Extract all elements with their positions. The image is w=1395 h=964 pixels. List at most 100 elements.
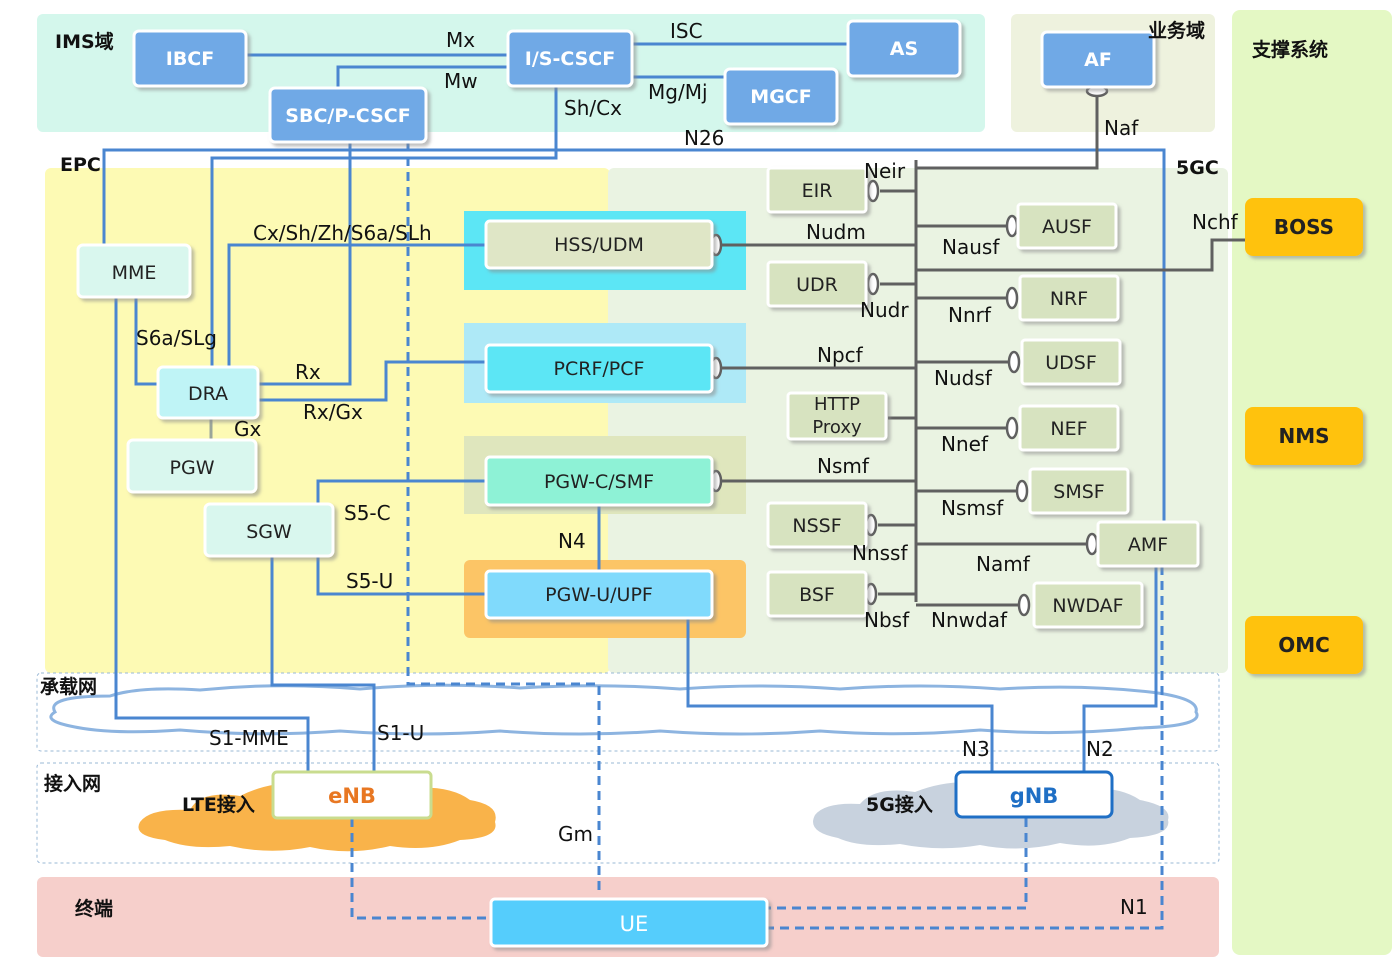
nwdaf-node[interactable]: NWDAF (1032, 581, 1144, 629)
pcrf-node[interactable]: PCRF/PCF (484, 343, 714, 394)
udsf-connector-icon (1007, 350, 1021, 374)
nnef-label: Nnef (941, 432, 989, 456)
ue-node[interactable]: UE (489, 897, 769, 948)
boss-node[interactable]: BOSS (1245, 198, 1363, 256)
http-proxy-label-2: Proxy (812, 417, 862, 438)
n1-label: N1 (1120, 895, 1148, 919)
mw-label: Mw (444, 69, 478, 93)
ibcf-node[interactable]: IBCF (132, 29, 248, 88)
s5u-label: S5-U (346, 569, 393, 593)
n3-label: N3 (962, 737, 990, 761)
nsmf-label: Nsmf (817, 454, 870, 478)
ausf-node[interactable]: AUSF (1016, 202, 1118, 250)
udr-label: UDR (796, 274, 838, 296)
core-nodes: HSS/UDM PCRF/PCF PGW-C/SMF PGW-U/UPF (484, 219, 714, 620)
bearer-network-label: 承载网 (40, 675, 97, 698)
bearer-network-region (36, 672, 1220, 752)
epc-label: EPC (60, 154, 101, 176)
epc-nodes: MME DRA PGW SGW (76, 243, 335, 558)
namf-label: Namf (976, 552, 1031, 576)
nsmsf-label: Nsmsf (941, 496, 1004, 520)
dashed-connections (350, 142, 1164, 930)
smsf-node[interactable]: SMSF (1028, 467, 1130, 515)
pgwu-label: PGW-U/UPF (545, 584, 653, 606)
amf-node[interactable]: AMF (1096, 520, 1200, 568)
gm-label: Gm (558, 822, 593, 846)
nrf-node[interactable]: NRF (1018, 274, 1120, 322)
udr-node[interactable]: UDR (766, 260, 868, 308)
bsf-node[interactable]: BSF (766, 570, 868, 618)
nausf-label: Nausf (942, 235, 1000, 259)
ue-label: UE (620, 912, 649, 936)
nudr-label: Nudr (860, 298, 909, 322)
ibcf-label: IBCF (166, 48, 214, 70)
pgw-node[interactable]: PGW (126, 438, 258, 494)
nssf-label: NSSF (792, 515, 841, 537)
sbc-node[interactable]: SBC/P-CSCF (268, 86, 428, 144)
nssf-node[interactable]: NSSF (766, 501, 868, 549)
http-proxy-label-1: HTTP (814, 394, 860, 415)
ims-nodes: IBCF I/S-CSCF AS MGCF SBC/P-CSCF AF (132, 19, 1156, 144)
mx-label: Mx (446, 28, 475, 52)
interface-labels: Mx Mw ISC Mg/Mj Sh/Cx N26 Naf Neir Nchf … (136, 19, 1239, 919)
nchf-label: Nchf (1192, 210, 1239, 234)
mme-label: MME (112, 262, 157, 284)
as-node[interactable]: AS (846, 19, 962, 78)
lte-access-label: LTE接入 (182, 794, 255, 816)
amf-label: AMF (1128, 534, 1168, 556)
nrf-label: NRF (1050, 288, 1088, 310)
mgcf-label: MGCF (750, 86, 811, 108)
pgw-label: PGW (170, 457, 215, 479)
omc-node[interactable]: OMC (1245, 616, 1363, 674)
udsf-label: UDSF (1045, 352, 1097, 374)
pgwc-node[interactable]: PGW-C/SMF (484, 455, 714, 507)
af-node[interactable]: AF (1040, 30, 1156, 89)
nudsf-label: Nudsf (934, 366, 993, 390)
dra-node[interactable]: DRA (156, 365, 260, 420)
nbsf-label: Nbsf (864, 608, 910, 632)
dra-label: DRA (188, 383, 228, 405)
pgwc-label: PGW-C/SMF (544, 471, 654, 493)
mgcf-node[interactable]: MGCF (723, 67, 839, 126)
mgmj-label: Mg/Mj (648, 80, 708, 104)
solid-connections (102, 42, 1166, 772)
access-network-label: 接入网 (44, 773, 101, 795)
ausf-connector-icon (1005, 214, 1019, 238)
naf-label: Naf (1104, 116, 1139, 140)
npcf-label: Npcf (817, 343, 864, 367)
nwdaf-label: NWDAF (1052, 595, 1123, 617)
af-label: AF (1084, 49, 1112, 71)
gx-label: Gx (234, 417, 261, 441)
enb-label: eNB (328, 784, 376, 808)
iscscf-node[interactable]: I/S-CSCF (506, 29, 634, 88)
udr-connector-icon (866, 272, 880, 296)
enb-node[interactable]: eNB (271, 770, 433, 820)
omc-label: OMC (1278, 633, 1330, 657)
rxgx-label: Rx/Gx (303, 400, 363, 424)
nms-node[interactable]: NMS (1245, 407, 1363, 465)
udsf-node[interactable]: UDSF (1020, 338, 1122, 386)
http-proxy-node[interactable]: HTTP Proxy (786, 391, 888, 441)
smsf-connector-icon (1015, 479, 1029, 503)
sgw-node[interactable]: SGW (203, 502, 335, 558)
hss-node[interactable]: HSS/UDM (484, 219, 714, 270)
neir-label: Neir (864, 159, 906, 183)
service-bus (722, 97, 1245, 607)
iscscf-label: I/S-CSCF (525, 48, 615, 70)
gnb-node[interactable]: gNB (954, 770, 1114, 819)
pgwu-node[interactable]: PGW-U/UPF (484, 569, 714, 620)
nef-connector-icon (1005, 416, 1019, 440)
business-domain-label: 业务域 (1148, 19, 1205, 42)
nef-node[interactable]: NEF (1018, 404, 1120, 452)
eir-node[interactable]: EIR (766, 166, 868, 214)
nms-label: NMS (1278, 424, 1329, 448)
ausf-label: AUSF (1042, 216, 1092, 238)
shcx-label: Sh/Cx (564, 96, 622, 120)
mme-node[interactable]: MME (76, 243, 192, 299)
nudm-label: Nudm (806, 220, 866, 244)
region-labels: IMS域 业务域 支撑系统 EPC 5GC 承载网 接入网 终端 LTE接入 5… (40, 19, 1328, 920)
rx-label: Rx (295, 360, 321, 384)
as-label: AS (890, 38, 918, 60)
support-system-region (1232, 10, 1392, 955)
